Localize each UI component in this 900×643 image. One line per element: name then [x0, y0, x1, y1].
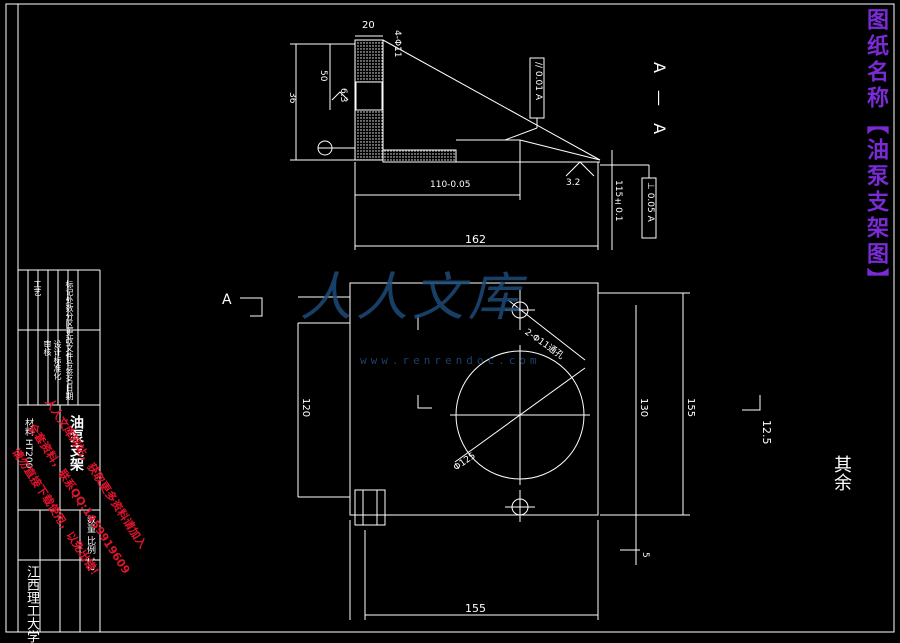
- dim-155-side: 155: [685, 398, 696, 418]
- dim-155-bottom: 155: [465, 602, 486, 615]
- school-name: 江西理工大学: [24, 565, 39, 643]
- dim-130: 130: [638, 398, 649, 418]
- dim-120: 120: [300, 398, 311, 418]
- watermark-url: www.renrendoc.com: [360, 354, 541, 367]
- drawing-title: 图纸名称【油泵支架图】: [863, 8, 889, 294]
- dim-36: 36: [287, 92, 297, 104]
- dim-162: 162: [465, 233, 486, 246]
- rough-mid: 3.2: [566, 178, 581, 188]
- watermark-logo: 人人文库: [300, 268, 525, 328]
- gdt-perpendicularity: ⊥ 0.05 A: [645, 182, 655, 222]
- dim-20: 20: [362, 20, 375, 31]
- rough-left: 6.3: [338, 88, 348, 103]
- front-view: [240, 282, 761, 620]
- part-name: 油泵支架: [68, 415, 84, 471]
- tb-row-4: 工艺: [33, 280, 42, 296]
- roughness-symbol: 12.5: [760, 420, 773, 445]
- tol-110: 110-0.05: [430, 180, 471, 190]
- dim-50: 50: [318, 70, 328, 82]
- qty-label: 数量 比例 1:2: [85, 515, 95, 572]
- roughness-remainder-label: 其余: [831, 455, 852, 491]
- drawing-border: [5, 3, 895, 633]
- dim-hole: 4-Φ11: [392, 30, 402, 58]
- material-label: 材料 HT200: [23, 418, 33, 469]
- section-label: A — A: [650, 62, 669, 141]
- tol-115: 115±0.1: [613, 180, 623, 222]
- gdt-flatness: // 0.01 A: [533, 62, 543, 100]
- tb-row-2: 设计标准化: [53, 340, 62, 380]
- title-block: [18, 269, 101, 632]
- tb-row-3: 审核: [43, 340, 52, 356]
- view-marker-a: A: [222, 292, 232, 308]
- section-view: [290, 35, 657, 250]
- dim-5: 5: [640, 552, 650, 558]
- tb-row-1: 标记处数分区更改文件号签名日期: [65, 280, 74, 400]
